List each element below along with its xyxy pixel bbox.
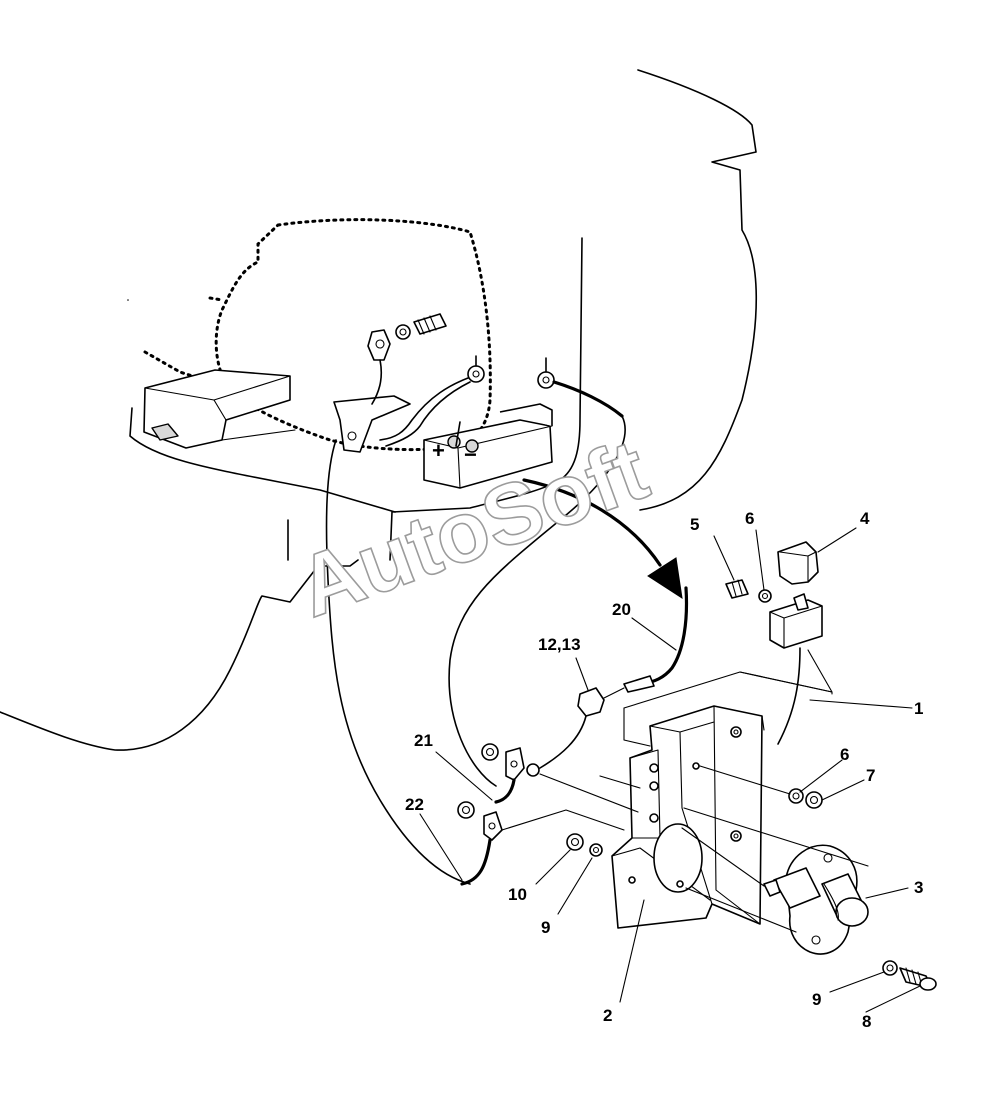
callout-5: 5 [690,515,699,534]
relay-cover [777,541,819,585]
callout-9-right: 9 [812,990,821,1009]
callout-2: 2 [603,1006,612,1025]
battery-tray [143,369,296,449]
callout-21: 21 [414,731,433,750]
callout-7: 7 [866,766,875,785]
bracket-to-tray-bracket [623,671,833,747]
callout-22: 22 [405,795,424,814]
leader-lines [419,527,921,1013]
callout-4: 4 [860,509,870,528]
positive-terminal-mark: + [432,438,445,463]
callout-10: 10 [508,885,527,904]
ground-bracket-assembly [333,313,485,453]
callout-6-lower: 6 [840,745,849,764]
battery: + − [423,403,553,489]
callout-3: 3 [914,878,923,897]
callout-8: 8 [862,1012,871,1031]
callout-1: 1 [914,699,923,718]
wire-connector [539,586,689,769]
assembly-guide-lines [501,715,869,933]
callout-12-13: 12,13 [538,635,581,654]
screw-washer-lower-right [882,960,937,991]
callout-9-left: 9 [541,918,550,937]
nut-washer-lower-left [566,833,603,857]
mounting-bracket [611,705,763,929]
callout-labels: 1 2 3 4 5 6 6 7 8 9 9 10 12,13 20 21 22 [405,509,923,1031]
vehicle-body-outline [0,69,758,751]
callout-20: 20 [612,600,631,619]
negative-terminal-mark: − [464,442,477,467]
relay-bolt-washer [725,579,772,603]
callout-6-upper: 6 [745,509,754,528]
battery-cable-routing [325,357,626,885]
washer-nut-right [788,788,823,809]
engine-outline-dotted [143,218,492,452]
direction-arrow [522,478,683,600]
starter-switch [763,844,869,955]
relay-base [769,593,823,745]
ground-strap-22 [457,801,503,886]
ground-strap-21 [481,743,540,804]
